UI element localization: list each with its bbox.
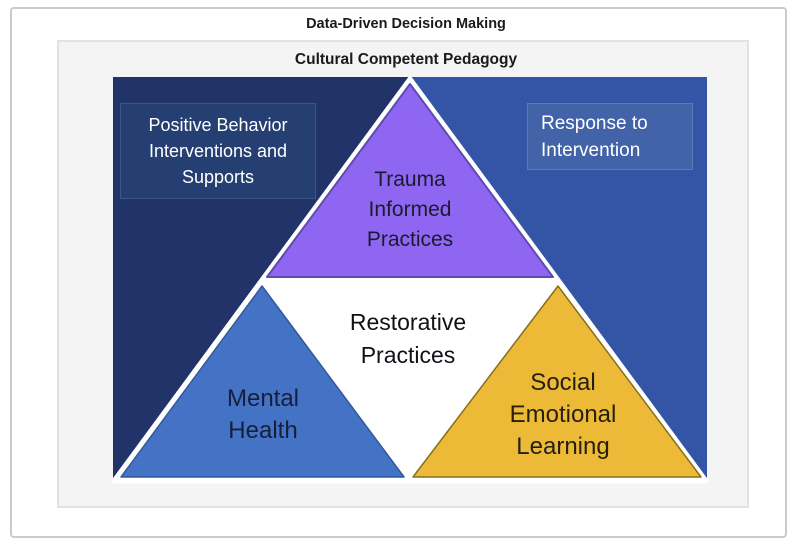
sel-triangle [412,285,702,478]
mental-health-triangle [120,285,405,478]
trauma-triangle [266,83,554,278]
rti-label-box: Response to Intervention [527,103,693,170]
diagram-subtitle: Cultural Competent Pedagogy [294,51,518,68]
social-emotional-learning-label: Social Emotional Learning [509,369,617,460]
mental-health-label: Mental Health [226,385,300,444]
diagram-title: Data-Driven Decision Making [259,11,553,39]
trauma-informed-practices-label: Trauma Informed Practices [366,168,454,251]
restorative-practices-label: Restorative Practices [349,309,467,368]
pbis-label-box: Positive Behavior Interventions and Supp… [120,103,316,199]
